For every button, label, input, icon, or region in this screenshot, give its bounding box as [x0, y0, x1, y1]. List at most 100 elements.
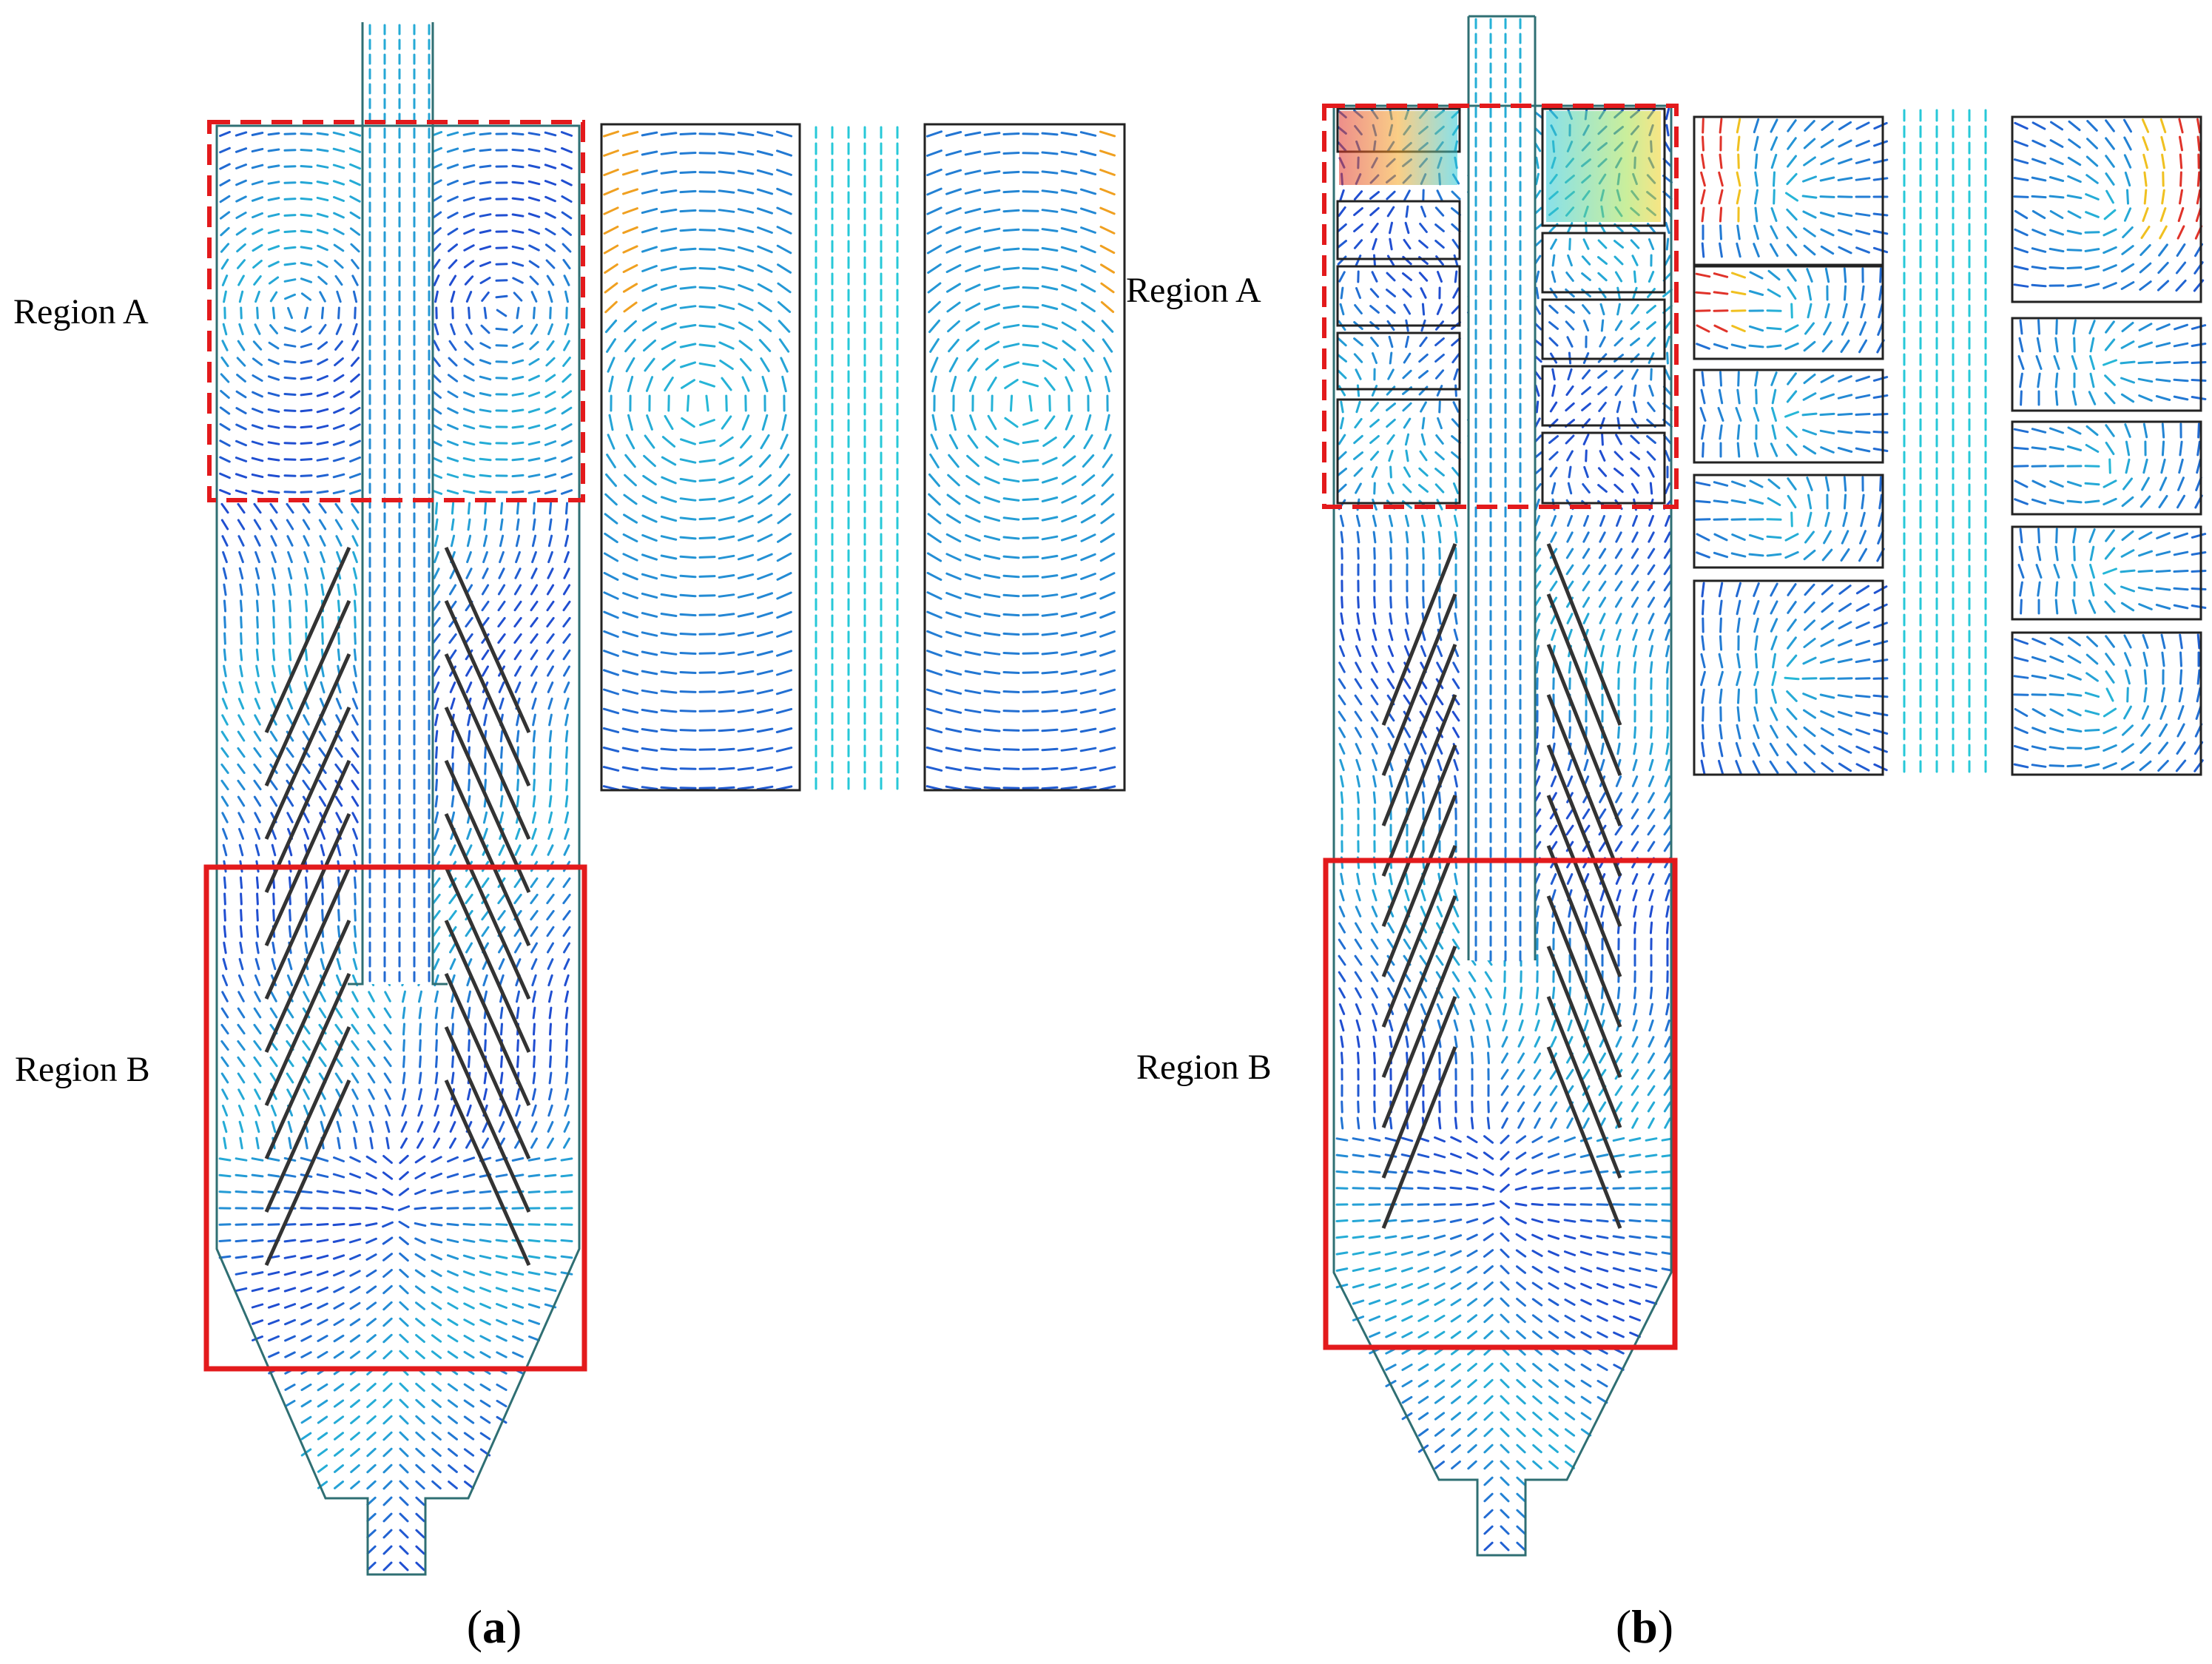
- velocity-arrow: [223, 941, 227, 954]
- velocity-arrow: [1044, 415, 1056, 430]
- velocity-arrow: [300, 277, 313, 283]
- panel-a: Region A Region B (a): [13, 22, 1126, 1653]
- velocity-arrow: [660, 227, 678, 233]
- velocity-arrow: [481, 600, 490, 612]
- velocity-arrow: [527, 212, 541, 218]
- velocity-arrow: [718, 651, 735, 656]
- velocity-arrow: [449, 958, 456, 970]
- velocity-arrow: [1580, 1315, 1592, 1322]
- velocity-arrow: [515, 1104, 521, 1117]
- velocity-arrow: [466, 1104, 472, 1117]
- velocity-arrow: [1450, 1153, 1462, 1159]
- velocity-arrow: [351, 1040, 360, 1051]
- velocity-arrow: [1531, 1152, 1543, 1159]
- velocity-arrow: [462, 196, 476, 202]
- velocity-arrow: [269, 324, 278, 334]
- velocity-arrow: [1471, 1051, 1474, 1065]
- velocity-arrow: [317, 1335, 328, 1342]
- velocity-arrow: [415, 1561, 425, 1572]
- velocity-arrow: [463, 374, 475, 382]
- velocity-arrow: [527, 1173, 541, 1178]
- velocity-arrow: [349, 1270, 361, 1277]
- velocity-arrow: [928, 319, 940, 334]
- velocity-arrow: [1599, 417, 1605, 430]
- velocity-arrow: [527, 148, 541, 152]
- velocity-arrow: [223, 583, 227, 596]
- velocity-arrow: [332, 1190, 345, 1194]
- velocity-arrow: [239, 664, 243, 678]
- velocity-arrow: [1664, 141, 1671, 152]
- velocity-arrow: [1372, 1035, 1377, 1048]
- velocity-arrow: [319, 991, 326, 1003]
- velocity-arrow: [350, 1464, 360, 1473]
- velocity-arrow: [738, 455, 753, 467]
- velocity-arrow: [1665, 238, 1670, 251]
- velocity-arrow: [1340, 530, 1344, 544]
- velocity-arrow: [1648, 1052, 1655, 1064]
- velocity-arrow: [984, 340, 1000, 351]
- velocity-arrow: [1085, 414, 1092, 431]
- velocity-arrow: [699, 380, 715, 388]
- velocity-arrow: [1614, 483, 1624, 494]
- velocity-arrow: [1368, 1170, 1381, 1174]
- velocity-arrow: [738, 303, 754, 311]
- velocity-arrow: [399, 1317, 409, 1327]
- velocity-arrow: [1434, 451, 1445, 461]
- velocity-arrow: [1403, 987, 1411, 999]
- velocity-arrow: [1099, 785, 1116, 791]
- velocity-arrow: [399, 1529, 409, 1539]
- velocity-arrow: [1598, 1101, 1607, 1113]
- velocity-arrow: [679, 152, 697, 155]
- velocity-arrow: [1454, 530, 1458, 544]
- velocity-arrow: [562, 373, 572, 383]
- velocity-arrow: [564, 518, 569, 531]
- velocity-arrow: [1388, 1019, 1394, 1032]
- velocity-arrow: [1582, 434, 1590, 445]
- velocity-arrow: [1534, 270, 1540, 283]
- velocity-arrow: [1649, 482, 1653, 495]
- velocity-arrow: [1080, 226, 1096, 234]
- velocity-arrow: [1337, 354, 1347, 363]
- velocity-arrow: [1405, 872, 1409, 886]
- velocity-arrow: [251, 1239, 264, 1243]
- velocity-arrow: [964, 189, 982, 195]
- velocity-arrow: [1099, 244, 1116, 255]
- velocity-arrow: [446, 473, 459, 479]
- velocity-arrow: [1022, 419, 1039, 426]
- velocity-arrow: [622, 592, 638, 599]
- velocity-arrow: [926, 591, 943, 600]
- velocity-arrow: [1042, 476, 1058, 484]
- velocity-arrow: [283, 425, 297, 428]
- velocity-arrow: [235, 131, 248, 137]
- velocity-arrow: [1041, 266, 1059, 272]
- velocity-arrow: [419, 1039, 422, 1052]
- velocity-arrow: [482, 827, 488, 841]
- velocity-arrow: [462, 1254, 476, 1260]
- velocity-arrow: [1419, 450, 1428, 462]
- velocity-arrow: [603, 130, 619, 138]
- velocity-arrow: [223, 290, 227, 303]
- velocity-arrow: [622, 611, 638, 619]
- velocity-arrow: [705, 394, 709, 412]
- velocity-arrow: [1401, 1283, 1413, 1289]
- velocity-arrow: [530, 909, 539, 921]
- velocity-arrow: [1631, 808, 1639, 820]
- velocity-arrow: [756, 150, 774, 156]
- velocity-arrow: [223, 909, 226, 922]
- velocity-arrow: [1632, 400, 1638, 414]
- velocity-arrow: [267, 375, 280, 381]
- velocity-arrow: [983, 767, 1001, 771]
- velocity-arrow: [237, 535, 245, 547]
- velocity-arrow: [564, 990, 569, 1003]
- velocity-arrow: [1564, 1315, 1576, 1322]
- velocity-arrow: [384, 1105, 391, 1116]
- velocity-arrow: [483, 990, 488, 1003]
- velocity-arrow: [1002, 458, 1020, 464]
- velocity-arrow: [332, 147, 345, 153]
- velocity-arrow: [432, 633, 441, 644]
- velocity-arrow: [1583, 515, 1589, 527]
- velocity-arrow: [604, 532, 618, 544]
- velocity-arrow: [1500, 1281, 1510, 1291]
- velocity-arrow: [415, 1318, 425, 1327]
- velocity-arrow: [300, 1335, 312, 1342]
